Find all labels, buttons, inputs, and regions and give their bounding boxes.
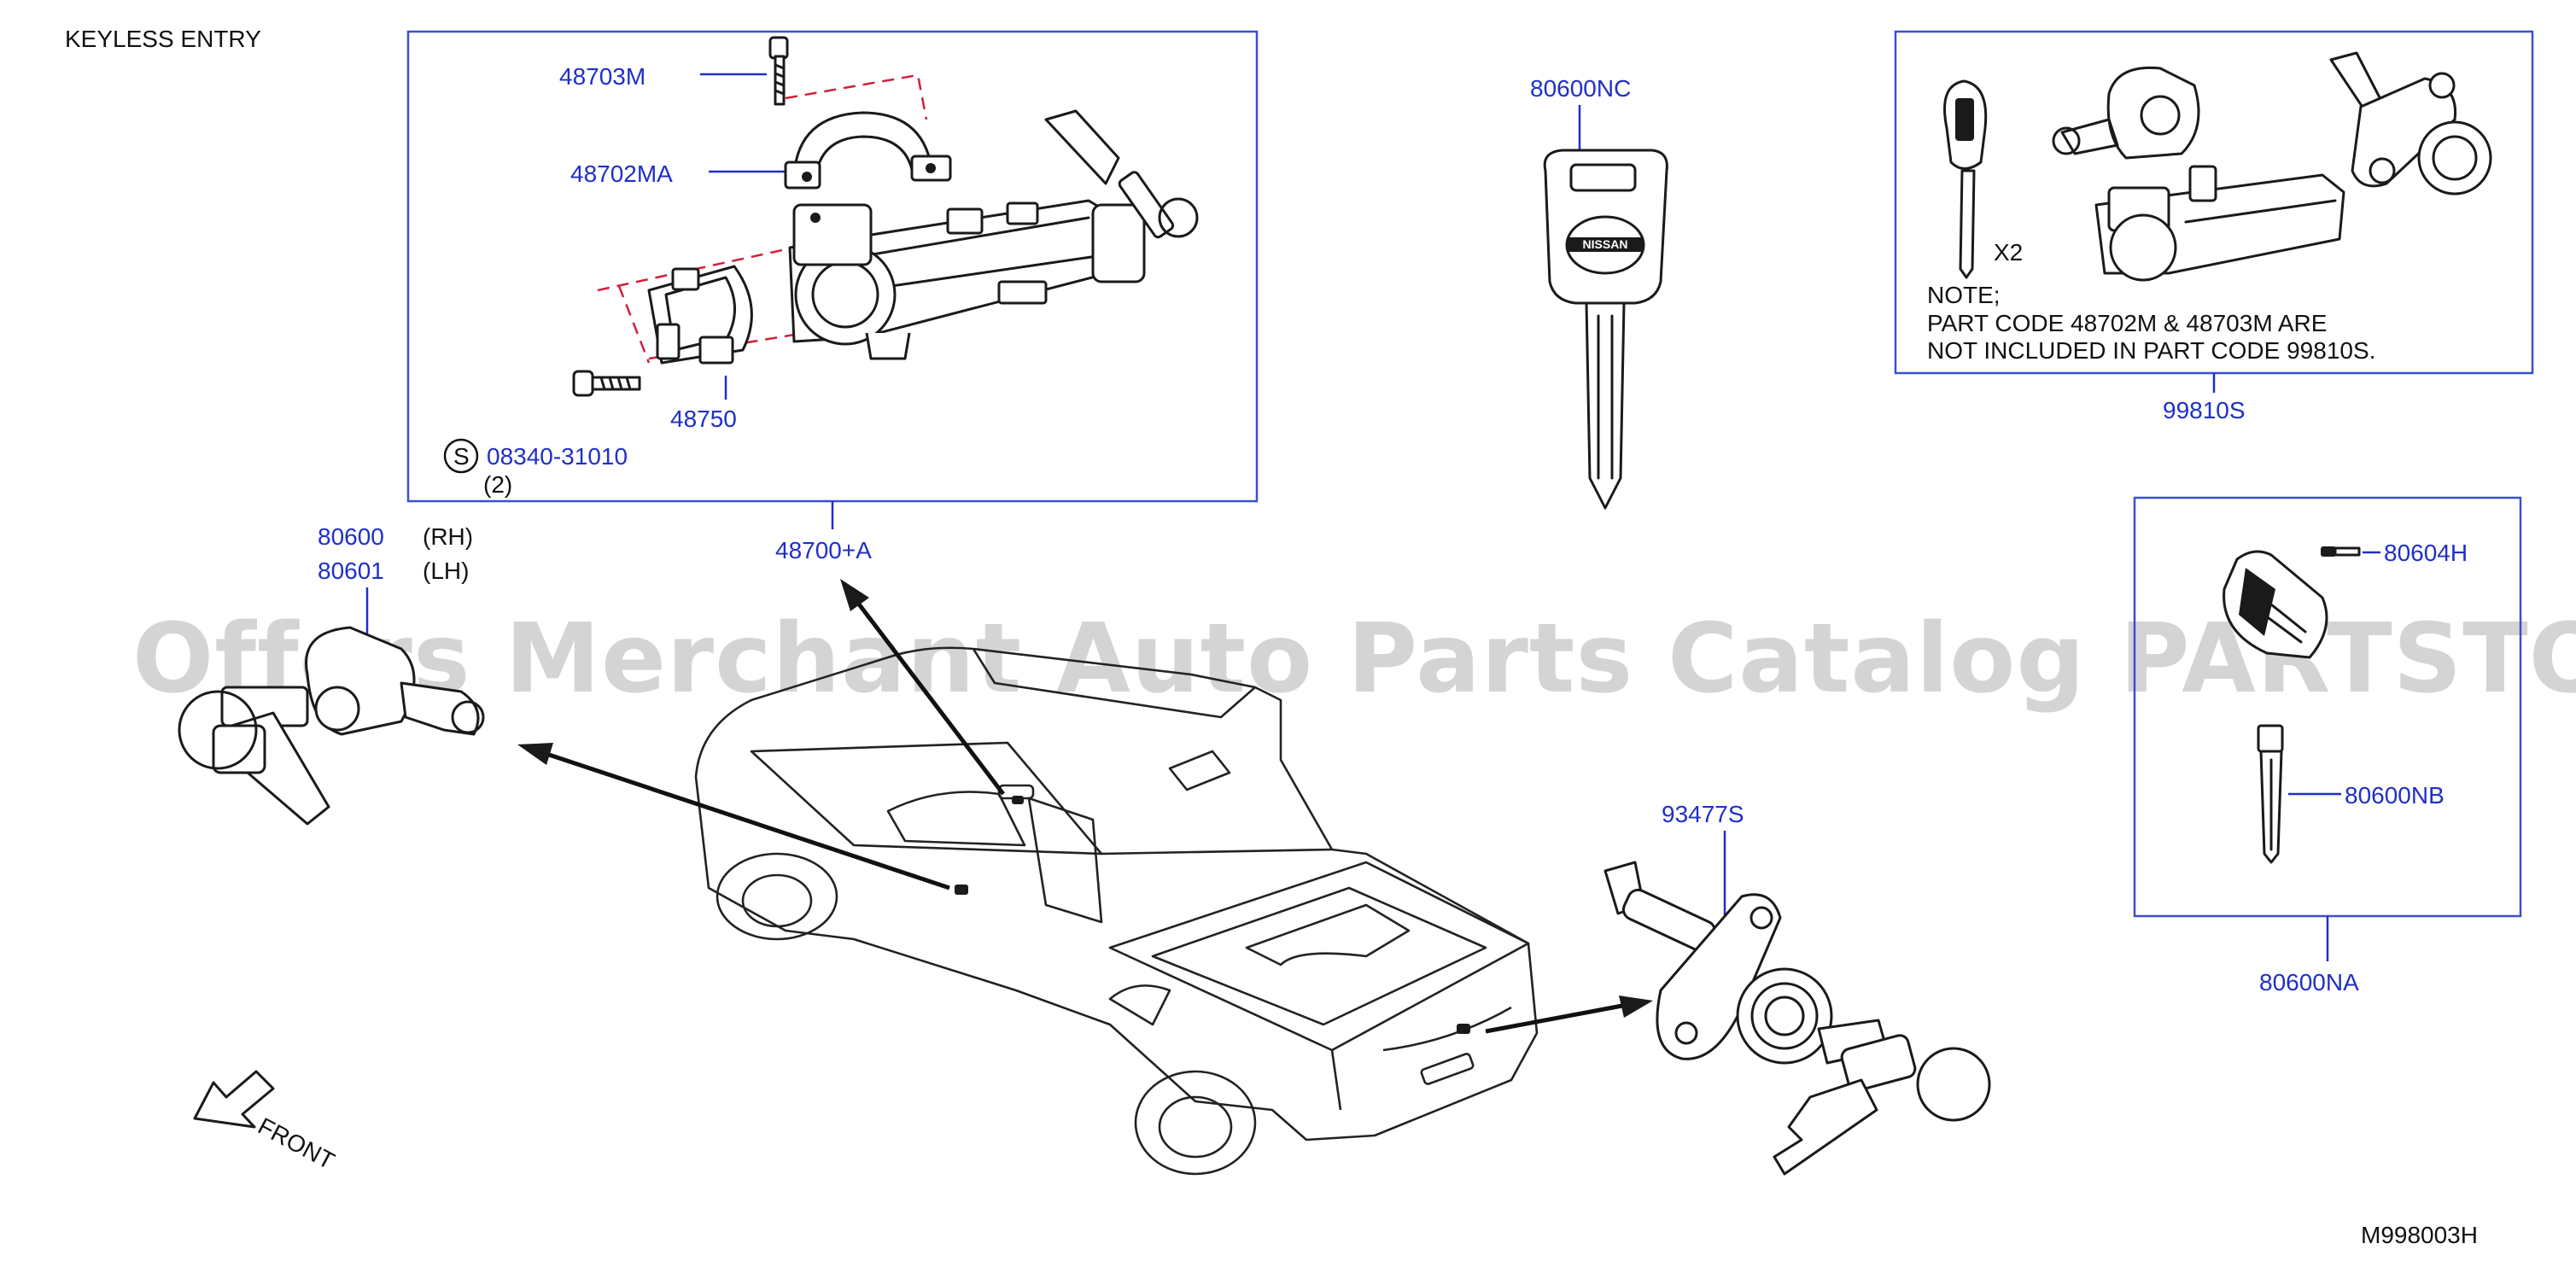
kit-door-cylinder-icon bbox=[2052, 66, 2200, 160]
label-80600[interactable]: 80600 bbox=[318, 523, 384, 550]
label-48703m[interactable]: 48703M bbox=[559, 63, 645, 90]
label-80600nc[interactable]: 80600NC bbox=[1530, 75, 1631, 102]
screw-08340-icon bbox=[572, 370, 641, 397]
label-99810s[interactable]: 99810S bbox=[2163, 397, 2246, 423]
bolt-48703m-icon bbox=[768, 36, 789, 106]
kit-quantity: X2 bbox=[1994, 239, 2023, 266]
ignition-assembly-group: 48700+A 48703M 48702MA bbox=[406, 30, 1259, 563]
label-08340-31010[interactable]: 08340-31010 bbox=[487, 443, 628, 470]
kit-tailgate-cylinder-icon bbox=[2329, 51, 2492, 196]
door-lock-cylinder-icon bbox=[178, 626, 485, 826]
kit-note-line1: PART CODE 48702M & 48703M ARE bbox=[1927, 310, 2327, 336]
label-80600na[interactable]: 80600NA bbox=[2259, 969, 2359, 996]
pointer-arrows bbox=[517, 579, 1653, 1034]
nissan-key-icon: NISSAN bbox=[1543, 149, 1668, 510]
kit-box-group: 99810S X2 NOTE; PAR bbox=[1894, 30, 2534, 423]
label-80601[interactable]: 80601 bbox=[318, 558, 384, 584]
label-48700a[interactable]: 48700+A bbox=[775, 537, 872, 563]
label-93477s[interactable]: 93477S bbox=[1662, 801, 1744, 827]
tailgate-cylinder-icon bbox=[1603, 861, 1991, 1176]
service-symbol: S bbox=[453, 443, 470, 470]
side-rh: (RH) bbox=[423, 523, 473, 550]
key-blank-group: 80600NC NISSAN bbox=[1530, 75, 1668, 510]
front-label: FRONT bbox=[254, 1112, 339, 1175]
clamp-48702ma-icon bbox=[784, 111, 952, 190]
kit-steering-lock-icon bbox=[2094, 165, 2345, 282]
label-48750[interactable]: 48750 bbox=[670, 406, 737, 432]
tailgate-cylinder-group: 93477S bbox=[1603, 801, 1991, 1176]
pickup-truck-illustration bbox=[694, 646, 1539, 1176]
key-logo-text: NISSAN bbox=[1583, 237, 1628, 251]
label-48702ma[interactable]: 48702MA bbox=[570, 161, 673, 187]
door-lock-group: 80600 (RH) 80601 (LH) bbox=[178, 523, 485, 826]
fob-blade-80600nb-icon bbox=[2257, 724, 2284, 864]
steering-lock-body-icon bbox=[788, 109, 1199, 360]
kit-note-line2: NOT INCLUDED IN PART CODE 99810S. bbox=[1927, 337, 2375, 364]
watermark-text: Offers Merchant Auto Parts Catalog PARTS… bbox=[132, 604, 2576, 715]
kit-key-icon bbox=[1943, 79, 1988, 279]
fob-box-group: 80600NA 80604H 80600NB bbox=[2133, 496, 2522, 996]
fob-shell-icon bbox=[2223, 550, 2328, 659]
side-lh: (LH) bbox=[423, 558, 469, 584]
service-symbol-circle bbox=[443, 438, 479, 474]
label-80604h[interactable]: 80604H bbox=[2384, 540, 2468, 566]
diagram-code: M998003H bbox=[2361, 1222, 2478, 1248]
ignition-switch-48750-icon bbox=[647, 265, 753, 365]
screw-quantity: (2) bbox=[483, 471, 512, 498]
label-80600nb[interactable]: 80600NB bbox=[2345, 782, 2445, 809]
fob-screw-80604h-icon bbox=[2321, 546, 2361, 557]
diagram-title: KEYLESS ENTRY bbox=[65, 26, 261, 52]
kit-note-title: NOTE; bbox=[1927, 282, 2001, 308]
front-direction-indicator: FRONT bbox=[193, 1070, 339, 1175]
